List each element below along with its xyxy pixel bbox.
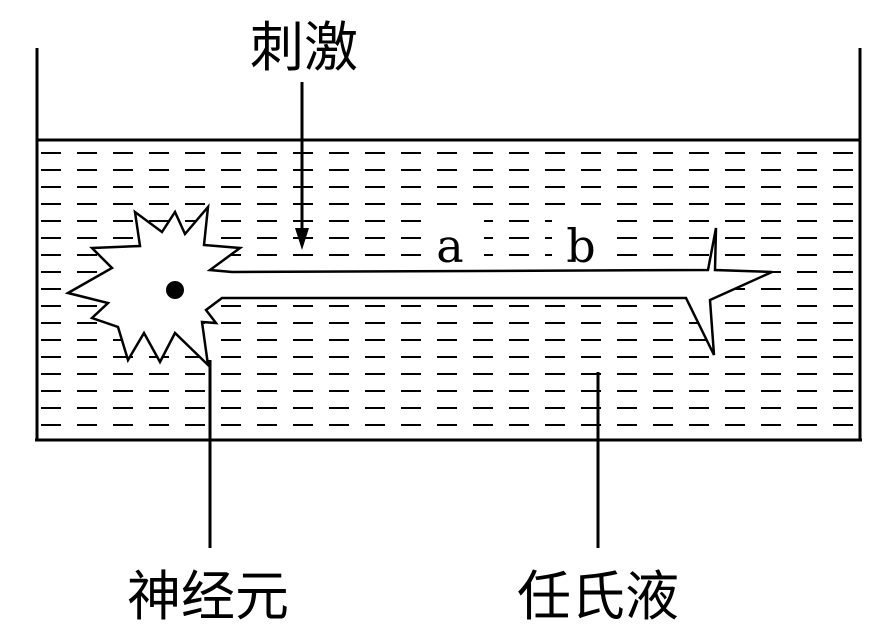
stimulus-label: 刺激 bbox=[250, 16, 358, 79]
neuron bbox=[64, 203, 773, 369]
point-b-label: b bbox=[566, 219, 595, 273]
neuron-label: 神经元 bbox=[127, 565, 289, 628]
point-a-label: a bbox=[436, 219, 463, 273]
nucleus bbox=[166, 281, 184, 299]
neuron-cell-body-and-axon bbox=[64, 203, 773, 369]
solution-label: 任氏液 bbox=[517, 565, 679, 628]
container bbox=[35, 48, 862, 442]
stimulus-arrow bbox=[295, 82, 309, 250]
